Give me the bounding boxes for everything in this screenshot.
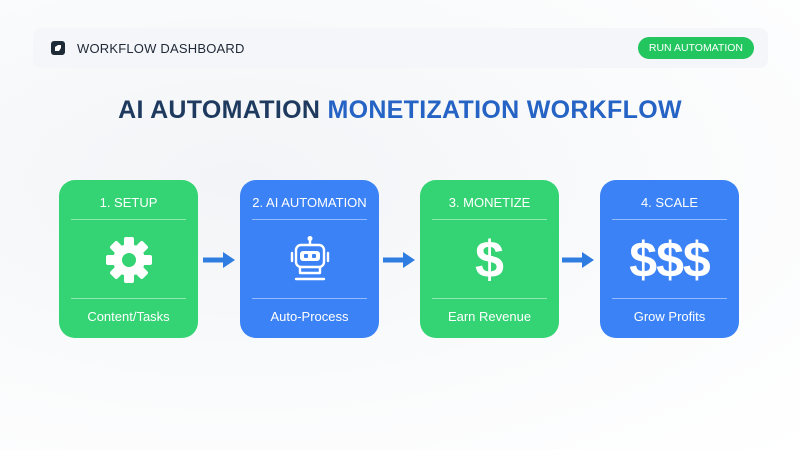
divider bbox=[252, 219, 367, 220]
app-logo-icon bbox=[51, 41, 65, 55]
divider bbox=[71, 298, 186, 299]
step-caption: Auto-Process bbox=[270, 309, 349, 324]
step-card-scale: 4. SCALE $$$ Grow Profits bbox=[600, 180, 739, 338]
triple-dollar-icon: $$$ bbox=[600, 230, 739, 290]
top-bar: WORKFLOW DASHBOARD RUN AUTOMATION bbox=[33, 28, 768, 68]
page-headline: AI AUTOMATION MONETIZATION WORKFLOW bbox=[0, 96, 800, 125]
step-label: 4. SCALE bbox=[640, 195, 699, 210]
step-label: 3. MONETIZE bbox=[448, 195, 531, 210]
robot-icon bbox=[240, 230, 379, 290]
divider bbox=[71, 219, 186, 220]
gear-icon bbox=[59, 230, 198, 290]
arrow-right-icon bbox=[562, 252, 594, 268]
triple-dollar-symbol: $$$ bbox=[629, 232, 710, 288]
dollar-symbol: $ bbox=[475, 231, 504, 289]
headline-part-1: AI AUTOMATION bbox=[118, 96, 321, 124]
step-caption: Content/Tasks bbox=[87, 309, 170, 324]
divider bbox=[432, 219, 547, 220]
divider bbox=[612, 298, 727, 299]
divider bbox=[252, 298, 367, 299]
dollar-icon: $ bbox=[420, 230, 559, 290]
step-card-monetize: 3. MONETIZE $ Earn Revenue bbox=[420, 180, 559, 338]
brand: WORKFLOW DASHBOARD bbox=[51, 41, 245, 56]
run-automation-button[interactable]: RUN AUTOMATION bbox=[637, 37, 754, 59]
divider bbox=[612, 219, 727, 220]
step-caption: Grow Profits bbox=[633, 309, 706, 324]
step-card-setup: 1. SETUP Content/Tasks bbox=[59, 180, 198, 338]
arrow-right-icon bbox=[203, 252, 235, 268]
dashboard-title: WORKFLOW DASHBOARD bbox=[77, 40, 245, 56]
step-card-ai-automation: 2. AI AUTOMATION Auto-Process bbox=[240, 180, 379, 338]
divider bbox=[432, 298, 547, 299]
step-caption: Earn Revenue bbox=[447, 309, 532, 324]
headline-part-2: MONETIZATION WORKFLOW bbox=[327, 96, 682, 124]
step-label: 1. SETUP bbox=[99, 195, 158, 210]
step-label: 2. AI AUTOMATION bbox=[252, 195, 367, 210]
arrow-right-icon bbox=[383, 252, 415, 268]
